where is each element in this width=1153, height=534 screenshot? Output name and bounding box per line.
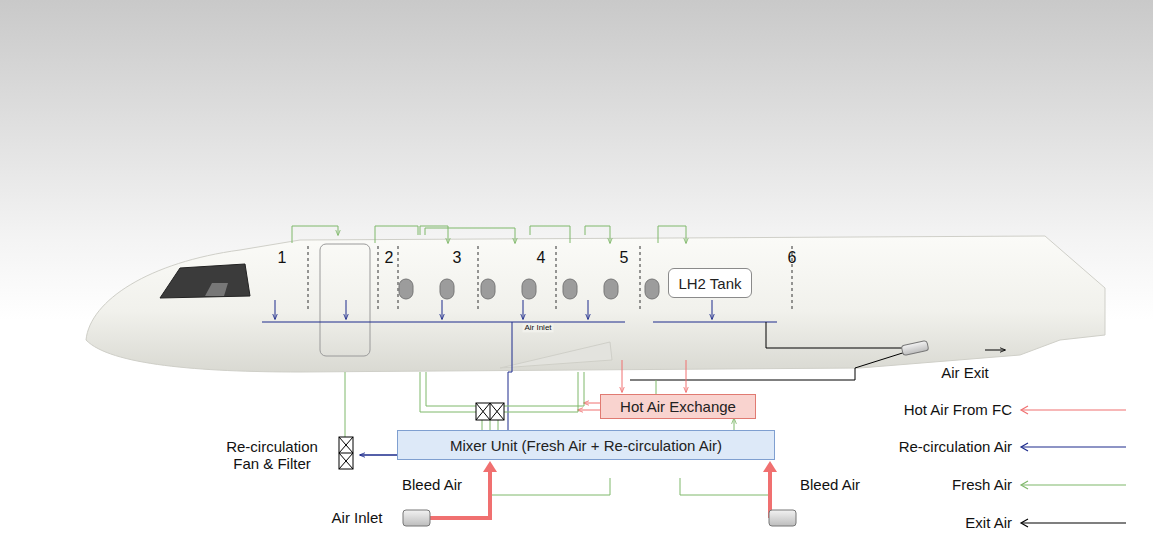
legend-entry: Hot Air From FC [830, 399, 1140, 421]
zone-number: 4 [537, 249, 546, 267]
legend-swatch [1018, 512, 1130, 534]
legend-entry: Re-circulation Air [830, 436, 1140, 458]
box-text: Hot Air Exchange [620, 398, 736, 415]
legend-entry: Exit Air [830, 512, 1140, 534]
legend-swatch [1018, 436, 1130, 458]
legend-text: Fresh Air [952, 476, 1012, 493]
zone-number: 6 [788, 249, 797, 267]
exit-label: Air Exit [941, 364, 989, 381]
bleed-air-label: Bleed Air [402, 476, 462, 493]
box-text: LH2 Tank [678, 275, 741, 292]
legend-text: Exit Air [965, 514, 1012, 531]
fresh-air-connector [734, 419, 735, 431]
legend-swatch [1018, 474, 1130, 496]
zone-number: 5 [620, 249, 629, 267]
inlet-label: Air Inlet [332, 509, 383, 526]
fan-filter-label: Re-circulation Fan & Filter [216, 438, 328, 473]
legend-entry: Fresh Air [830, 474, 1140, 496]
box-text: Mixer Unit (Fresh Air + Re-circulation A… [450, 437, 722, 454]
mixer-box: Mixer Unit (Fresh Air + Re-circulation A… [397, 430, 775, 460]
zone-number: 3 [453, 249, 462, 267]
legend-text: Re-circulation Air [899, 438, 1012, 455]
tank-box: LH2 Tank [668, 268, 752, 298]
legend-swatch [1018, 399, 1130, 421]
zone-number: 1 [278, 249, 287, 267]
legend-text: Hot Air From FC [904, 401, 1012, 418]
inlet-label: Air Inlet [522, 323, 553, 332]
zone-number: 2 [385, 249, 394, 267]
heat-exchanger-box: Hot Air Exchange [600, 394, 756, 419]
bleed-air-label: Bleed Air [800, 476, 860, 493]
